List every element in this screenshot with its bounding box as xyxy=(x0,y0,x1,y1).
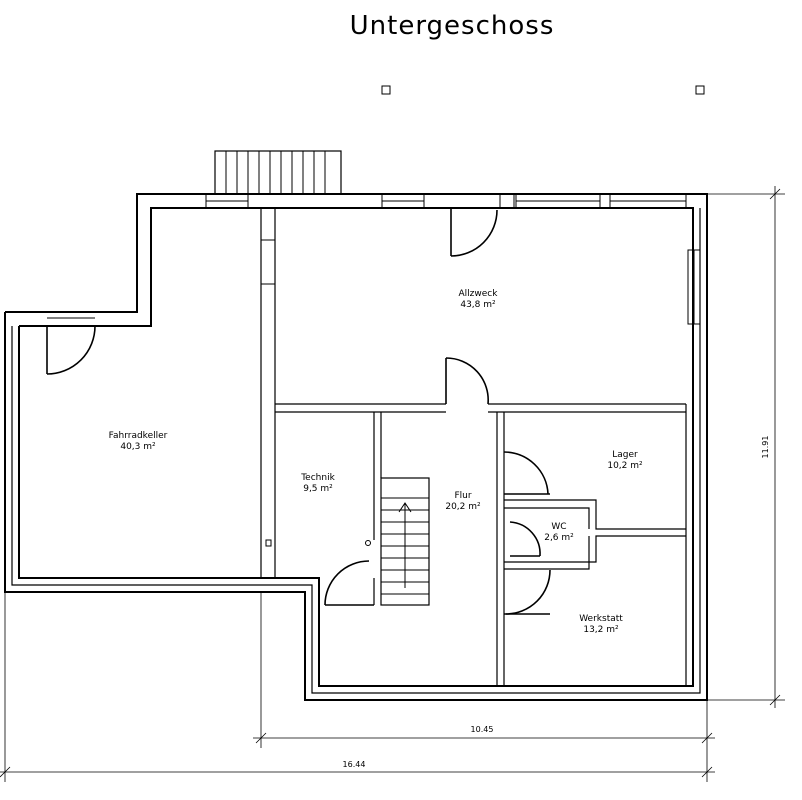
room-label-wc: WC 2,6 m² xyxy=(544,522,574,543)
room-area: 43,8 m² xyxy=(460,300,496,310)
room-name: Flur xyxy=(454,491,471,501)
column-marker-right xyxy=(695,85,705,95)
column-marker-left xyxy=(381,85,391,95)
door-werkstatt xyxy=(504,569,551,615)
room-label-werkstatt: Werkstatt 13,2 m² xyxy=(579,614,623,635)
plan-title: Untergeschoss xyxy=(350,11,555,41)
east-room-walls xyxy=(504,404,687,686)
room-name: Werkstatt xyxy=(579,614,623,624)
dimension-height-text: 11.91 xyxy=(761,436,770,459)
room-name: Allzweck xyxy=(459,289,499,299)
door-wc xyxy=(509,521,541,557)
room-area: 13,2 m² xyxy=(583,625,619,635)
door-allzweck-top xyxy=(450,208,498,257)
door-allzweck-flur xyxy=(445,357,489,405)
exterior-stairs xyxy=(214,150,342,195)
room-area: 10,2 m² xyxy=(607,461,643,471)
room-name: Lager xyxy=(612,450,638,460)
room-name: Fahrradkeller xyxy=(109,431,168,441)
door-technik xyxy=(324,560,374,606)
interior-wall-west xyxy=(260,208,276,578)
windows-top xyxy=(205,193,701,325)
dimension-height: 11.91 xyxy=(707,186,785,708)
technik-walls xyxy=(365,412,382,605)
room-area: 20,2 m² xyxy=(445,502,481,512)
interior-wall-allzweck xyxy=(275,403,686,413)
flur-walls xyxy=(496,412,505,686)
room-label-lager: Lager 10,2 m² xyxy=(607,450,643,471)
room-area: 9,5 m² xyxy=(303,484,333,494)
dimension-width-inner-text: 10.45 xyxy=(471,725,494,734)
room-name: WC xyxy=(551,522,566,532)
dimension-width-total-text: 16.44 xyxy=(343,760,366,769)
internal-stairs xyxy=(380,477,430,606)
room-label-fahrradkeller: Fahrradkeller 40,3 m² xyxy=(109,431,168,452)
door-fahrradkeller xyxy=(46,317,96,375)
room-area: 40,3 m² xyxy=(120,442,156,452)
door-lager xyxy=(503,451,550,495)
room-label-allzweck: Allzweck 43,8 m² xyxy=(459,289,499,310)
dimension-width-total: 16.44 xyxy=(0,592,715,782)
room-area: 2,6 m² xyxy=(544,533,574,543)
room-name: Technik xyxy=(300,473,335,483)
dimension-width-inner: 10.45 xyxy=(253,592,715,748)
room-label-technik: Technik 9,5 m² xyxy=(300,473,335,494)
room-label-flur: Flur 20,2 m² xyxy=(445,491,481,512)
